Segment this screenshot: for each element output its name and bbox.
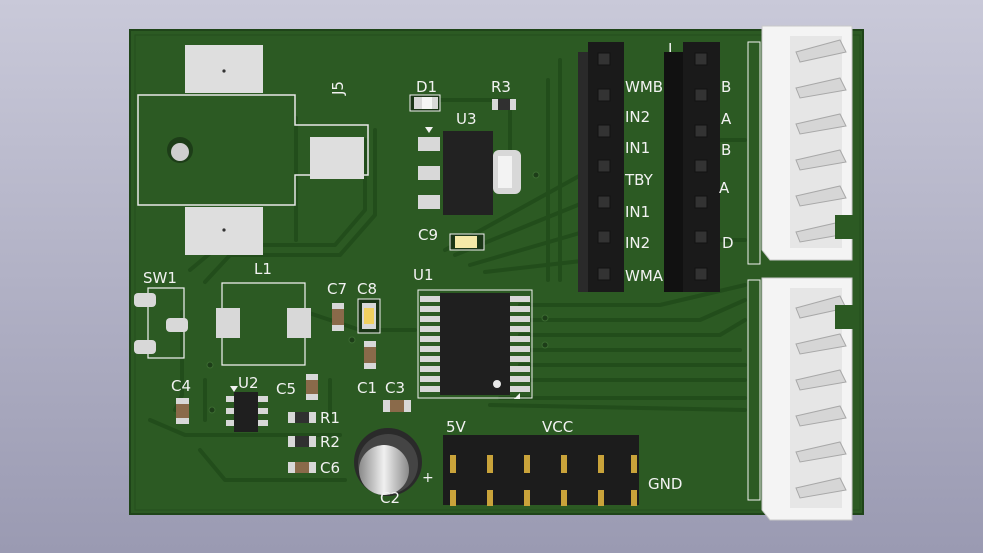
label-u2: U2: [238, 374, 259, 392]
header-left-pin-5: IN1: [625, 203, 650, 221]
label-c1: C1: [357, 379, 377, 397]
barrel-jack-j5: [137, 45, 369, 255]
label-u3: U3: [456, 110, 477, 128]
label-sw1: SW1: [143, 269, 177, 287]
label-c3: C3: [385, 379, 405, 397]
capacitor-c5: [306, 374, 318, 400]
switch-sw1: [134, 287, 188, 359]
header-right-pin-2: A: [721, 110, 732, 128]
resistor-r3: [492, 99, 516, 110]
label-c2: C2: [380, 489, 400, 507]
label-c9: C9: [418, 226, 438, 244]
label-u1: U1: [413, 266, 434, 284]
resistor-r2: [288, 436, 316, 447]
label-j-partial: J: [667, 40, 672, 58]
header-right: [664, 42, 720, 292]
connector-top: [747, 25, 857, 265]
header-left-pins: [597, 52, 611, 281]
vias: [206, 171, 549, 414]
label-header-gnd: GND: [648, 475, 682, 493]
header-right-pin-6: D: [722, 234, 734, 252]
regulator-u3: [418, 127, 521, 215]
header-left-pin-2: IN2: [625, 108, 650, 126]
capacitor-c2: [354, 428, 422, 496]
header-right-pin-4: A: [719, 179, 730, 197]
label-header-5v: 5V: [446, 418, 467, 436]
capacitor-c7: [332, 303, 344, 331]
header-left-pin-3: IN1: [625, 139, 650, 157]
label-plus: +: [422, 470, 434, 486]
capacitor-c8: [357, 298, 381, 334]
label-l1: L1: [254, 260, 272, 278]
header-left-pin-1: WMB: [625, 78, 663, 96]
ic-u1: [417, 289, 533, 399]
connector-bottom: [747, 277, 857, 521]
label-c6: C6: [320, 459, 340, 477]
capacitor-small: [364, 341, 376, 369]
header-left-pin-6: IN2: [625, 234, 650, 252]
header-right-pin-1: B: [721, 78, 731, 96]
label-c4: C4: [171, 377, 191, 395]
label-r2: R2: [320, 433, 340, 451]
capacitor-c9: [449, 233, 485, 251]
label-header-vcc: VCC: [542, 418, 573, 436]
label-r3: R3: [491, 78, 511, 96]
label-r1: R1: [320, 409, 340, 427]
header-left-pin-7: WMA: [625, 267, 664, 285]
capacitor-c6: [288, 462, 316, 473]
ic-u2: [226, 386, 268, 432]
led-d1: [409, 94, 441, 112]
header-right-pin-3: B: [721, 141, 731, 159]
label-c8: C8: [357, 280, 377, 298]
header-left-pin-4: TBY: [624, 171, 654, 189]
label-c7: C7: [327, 280, 347, 298]
inductor-l1: [216, 282, 311, 366]
label-c5: C5: [276, 380, 296, 398]
label-j5: J5: [329, 81, 347, 96]
resistor-r1: [288, 412, 316, 423]
capacitor-c4: [176, 398, 189, 424]
header-right-pins: [694, 52, 708, 281]
capacitor-c1-c3: [383, 400, 411, 412]
pin-header-bottom: [443, 435, 639, 506]
label-d1: D1: [416, 78, 437, 96]
